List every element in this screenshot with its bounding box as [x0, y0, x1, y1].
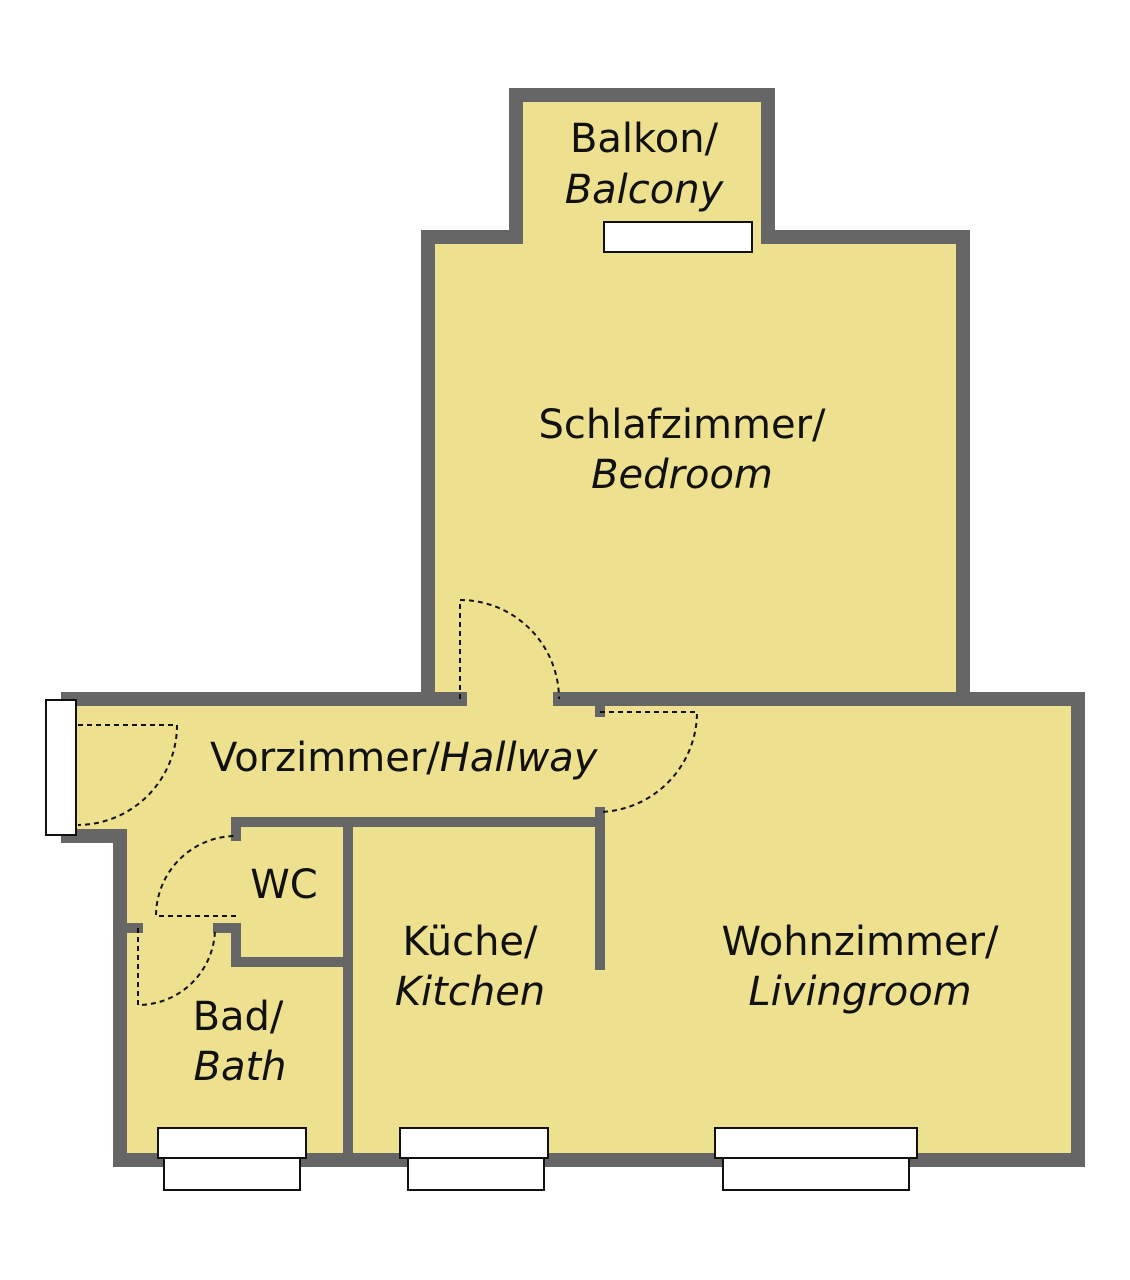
- balcony-label-de: Balkon/: [570, 116, 719, 162]
- balcony-area: [516, 95, 768, 237]
- livingroom-label-en: Livingroom: [748, 969, 971, 1015]
- hallway-label: Vorzimmer/Hallway: [210, 735, 599, 781]
- bath-window-inner: [157, 1127, 307, 1159]
- balcony-window: [603, 221, 753, 253]
- room-labels: Balkon/ Balcony Schlafzimmer/ Bedroom Vo…: [193, 116, 999, 1090]
- bedroom-wall-top-right: [761, 230, 970, 706]
- wc-label: WC: [250, 862, 317, 908]
- balcony-wall: [509, 88, 775, 244]
- hallway-label-en: Hallway: [440, 735, 599, 781]
- wc-door-swing: [154, 835, 237, 917]
- livingroom-label-de: Wohnzimmer/: [722, 919, 999, 965]
- balcony-label-en: Balcony: [565, 167, 725, 213]
- door-swings: [77, 598, 699, 1007]
- kitchen-label-en: Kitchen: [395, 969, 545, 1015]
- room-fills: [68, 95, 1078, 1160]
- bath-label-en: Bath: [194, 1044, 287, 1090]
- living-door-swing: [599, 711, 699, 813]
- bedroom-area: [428, 237, 963, 699]
- bedroom-label-de: Schlafzimmer/: [538, 402, 826, 448]
- bedroom-wall-top-left: [421, 230, 523, 706]
- kitchen-label-de: Küche/: [402, 919, 538, 965]
- entrance-door-swing: [77, 724, 179, 826]
- windows: [45, 221, 918, 1191]
- entrance-door-frame: [45, 699, 77, 836]
- kitchen-window-outer: [407, 1157, 545, 1191]
- living-window-outer: [722, 1157, 910, 1191]
- bedroom-label-en: Bedroom: [591, 452, 773, 498]
- kitchen-window-inner: [399, 1127, 549, 1159]
- hallway-label-de: Vorzimmer/: [210, 735, 440, 781]
- living-window-inner: [714, 1127, 918, 1159]
- bath-door-swing: [137, 927, 216, 1007]
- lower-apartment-area: [68, 699, 1078, 1160]
- bath-window-outer: [163, 1157, 301, 1191]
- bedroom-door-swing: [459, 598, 560, 700]
- living-wall-right: [956, 692, 1085, 1167]
- bath-label-de: Bad/: [193, 994, 284, 1040]
